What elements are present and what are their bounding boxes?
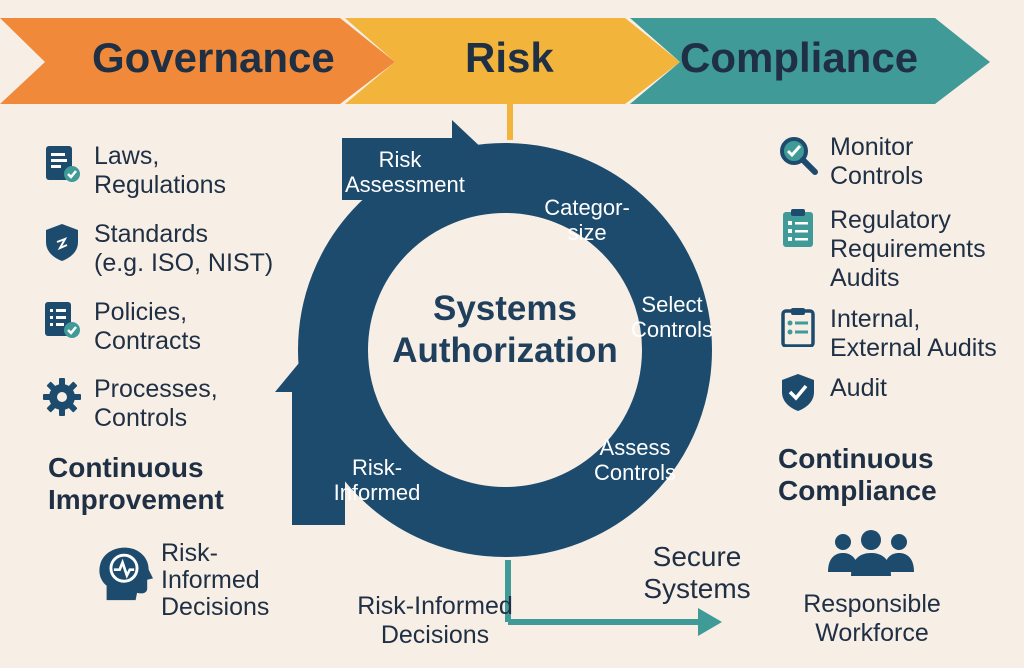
compliance-banner-arrow: [630, 18, 990, 104]
cycle-notch-right: [715, 295, 733, 325]
compliance-item-label: Audit: [830, 374, 887, 402]
banner-arrows: [0, 18, 990, 104]
risk-banner-arrow: [345, 18, 680, 104]
risk-title: Risk: [465, 34, 554, 81]
continuous-compliance-heading: Continuous Compliance: [778, 443, 937, 506]
governance-item-policies: Policies, Contracts: [42, 298, 201, 356]
risk-informed-decisions-label: Risk-Informed Decisions: [357, 592, 513, 649]
cycle-ring: [298, 143, 712, 557]
compliance-item-label: Regulatory Requirements Audits: [830, 206, 986, 292]
responsible-workforce-label: Responsible Workforce: [803, 590, 941, 647]
magnifier-check-icon: [780, 137, 818, 175]
compliance-item-regulatory: Regulatory Requirements Audits: [778, 206, 986, 293]
secure-arrow-head: [698, 608, 722, 636]
risk-informed-arrow: [275, 340, 362, 525]
compliance-item-monitor: Monitor Controls: [778, 133, 923, 191]
governance-item-label: Policies, Contracts: [94, 298, 201, 355]
governance-item-label: Standards (e.g. ISO, NIST): [94, 220, 274, 277]
governance-item-processes: Processes, Controls: [42, 375, 218, 433]
clipboard-list-icon: [783, 209, 813, 247]
continuous-improvement-heading: Continuous Improvement: [48, 452, 224, 515]
risk-informed-decisions-text: Risk- Informed Decisions: [161, 539, 270, 621]
governance-item-standards: Standards (e.g. ISO, NIST): [42, 220, 273, 278]
risk-assessment-arrow: [342, 120, 505, 218]
governance-item-laws: Laws, Regulations: [42, 142, 226, 200]
governance-banner-arrow: [0, 18, 395, 104]
cycle-step-select-controls: Select Controls: [631, 292, 713, 342]
governance-item-label: Processes, Controls: [94, 375, 218, 432]
compliance-item-audit: Audit: [778, 370, 887, 412]
governance-title: Governance: [92, 34, 335, 81]
document-check-icon: [46, 146, 80, 182]
cycle-notch-lower: [572, 432, 594, 455]
compliance-item-audits: Internal, External Audits: [778, 305, 997, 363]
compliance-title: Compliance: [680, 34, 919, 81]
cycle-step-risk-assessment: Risk Assessment: [345, 147, 465, 197]
checklist-icon: [45, 302, 80, 338]
governance-item-label: Laws, Regulations: [94, 142, 227, 199]
cycle-inner: [369, 214, 641, 486]
head-brain-icon: [99, 547, 153, 601]
cycle-step-categorize: Categor- size: [544, 195, 630, 245]
compliance-item-label: Monitor Controls: [830, 133, 924, 190]
cycle-step-assess-controls: Assess Controls: [594, 435, 676, 485]
secure-systems-label: Secure Systems: [643, 541, 751, 604]
clipboard-icon: [781, 308, 815, 347]
governance-decision: Risk- Informed Decisions: [95, 540, 269, 621]
gear-icon: [43, 378, 81, 416]
systems-authorization-title: Systems Authorization: [392, 289, 618, 370]
compliance-item-label: Internal, External Audits: [830, 305, 997, 362]
people-icon: [828, 530, 914, 576]
shield-check-icon: [782, 374, 814, 411]
cycle-step-risk-informed: Risk- Informed: [333, 455, 421, 505]
shield-icon: [46, 224, 78, 261]
